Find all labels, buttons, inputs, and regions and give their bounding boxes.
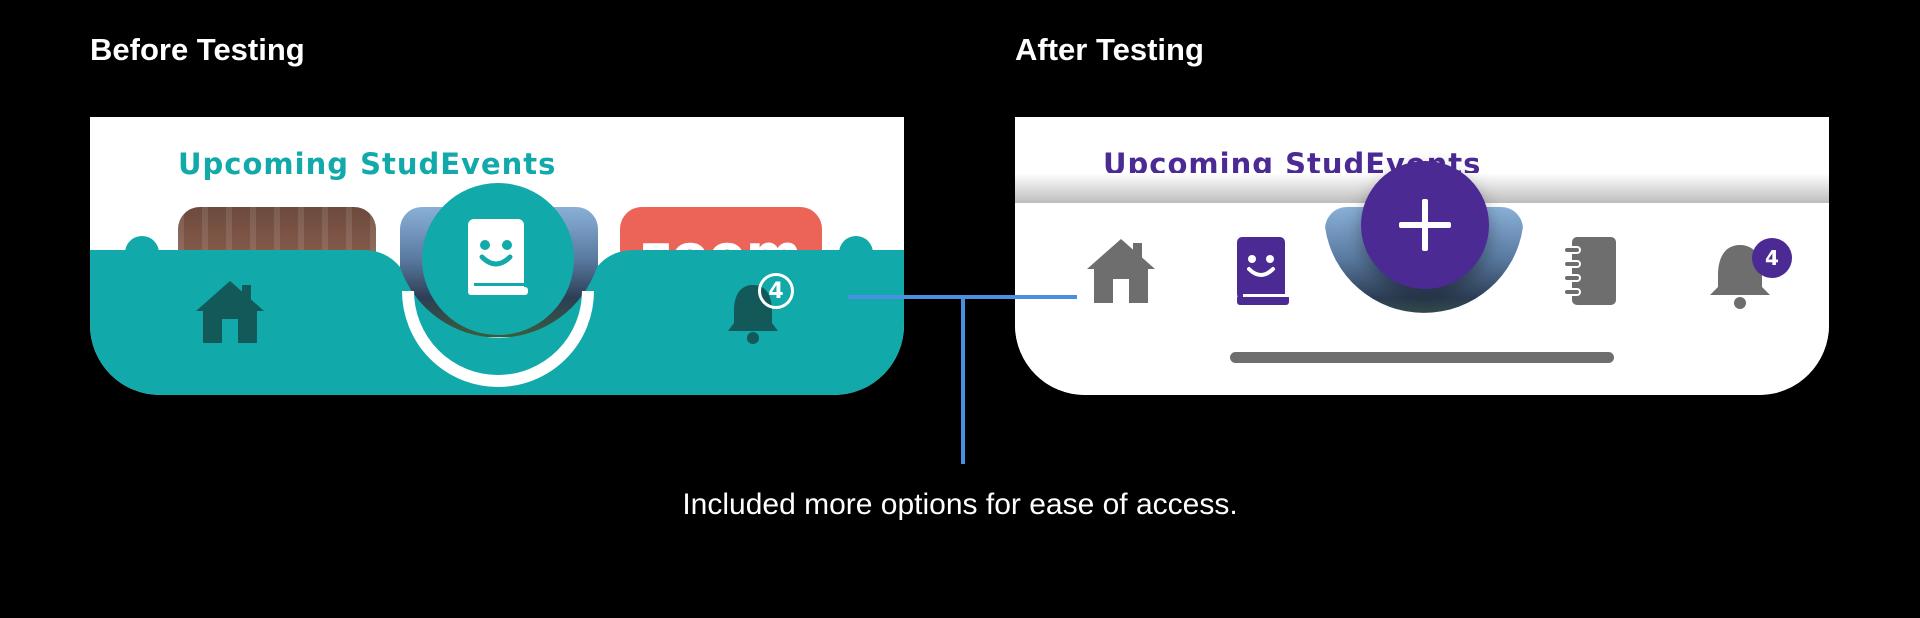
notification-badge: 4 (1752, 238, 1792, 278)
after-screen-panel: Upcoming StudEvents (1015, 117, 1829, 395)
home-icon[interactable] (194, 279, 266, 345)
add-icon (1399, 199, 1451, 251)
journal-smile-icon[interactable] (1233, 237, 1291, 307)
notebook-icon[interactable] (1560, 237, 1620, 307)
after-testing-heading: After Testing (1015, 32, 1204, 67)
notification-badge: 4 (758, 273, 794, 309)
add-button[interactable] (1361, 161, 1489, 289)
upcoming-events-title: Upcoming StudEvents (178, 147, 557, 181)
home-indicator-bar (1230, 352, 1614, 363)
journal-smile-icon[interactable] (422, 183, 574, 335)
caption-text: Included more options for ease of access… (682, 488, 1238, 521)
home-icon[interactable] (1085, 237, 1157, 305)
before-tab-bar (90, 236, 904, 395)
before-testing-heading: Before Testing (90, 32, 305, 67)
before-screen-panel: Upcoming StudEvents zoom 4 (90, 117, 904, 395)
